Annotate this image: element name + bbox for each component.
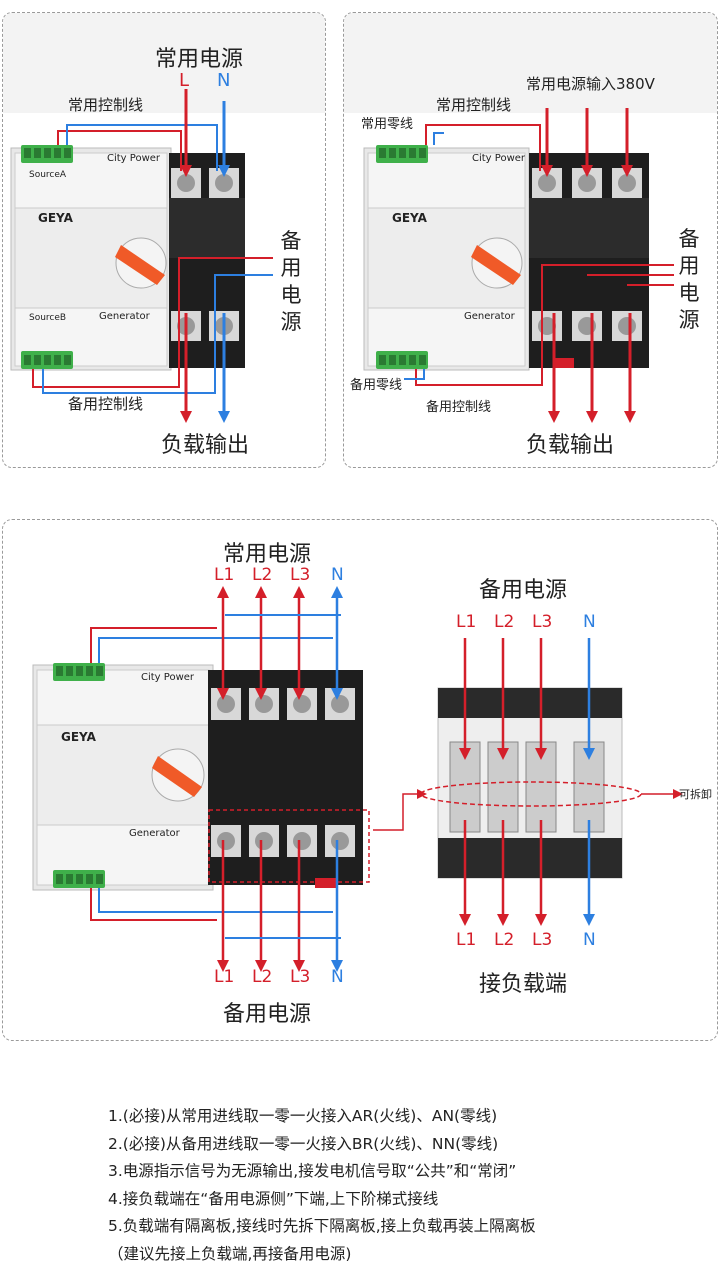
right-phase-l2-bottom: L2: [494, 930, 514, 950]
note-4: 4.接负载端在“备用电源侧”下端,上下阶梯式接线: [108, 1186, 536, 1214]
device-source-a-label: SourceA: [29, 170, 66, 180]
device-generator: Generator: [99, 311, 150, 322]
panel1-control-line-bottom: 备用控制线: [68, 393, 143, 414]
panel1-control-line-top: 常用控制线: [68, 94, 143, 115]
right-phase-n-bottom: N: [583, 930, 596, 950]
phase-l2-top: L2: [252, 565, 272, 585]
panel-three-phase: 常用电源输入380V 常用控制线 常用零线 GEYA City Power Ge…: [343, 12, 718, 468]
device-source-b-label: SourceB: [29, 313, 66, 323]
phase-n-top: N: [331, 565, 344, 585]
phase-l1-top: L1: [214, 565, 234, 585]
panel2-control-line-top: 常用控制线: [436, 94, 511, 115]
panel3-diagram: [3, 520, 718, 1041]
device-city-power-3p: City Power: [472, 153, 525, 164]
panel3-title-top: 常用电源: [223, 536, 311, 568]
panel3-right-title: 备用电源: [479, 572, 567, 604]
panel2-control-line-bottom: 备用控制线: [426, 396, 491, 415]
note-3: 3.电源指示信号为无源输出,接发电机信号取“公共”和“常闭”: [108, 1158, 536, 1186]
right-phase-l2-top: L2: [494, 612, 514, 632]
note-1: 1.(必接)从常用进线取一零一火接入AR(火线)、AN(零线): [108, 1103, 536, 1131]
device-city-power: City Power: [107, 153, 160, 164]
note-6: （建议先接上负载端,再接备用电源): [108, 1241, 536, 1268]
phase-n-bottom: N: [331, 967, 344, 987]
right-phase-n-top: N: [583, 612, 596, 632]
panel1-output: 负载输出: [161, 427, 249, 459]
device-city-power-4p: City Power: [141, 672, 194, 683]
device-brand-4p: GEYA: [61, 730, 96, 744]
panel2-zero-top: 常用零线: [361, 113, 413, 132]
panel2-zero-bottom: 备用零线: [350, 374, 402, 393]
phase-l3-top: L3: [290, 565, 310, 585]
panel1-label-n: N: [217, 70, 230, 91]
wiring-notes: 1.(必接)从常用进线取一零一火接入AR(火线)、AN(零线) 2.(必接)从备…: [108, 1103, 536, 1268]
panel1-backup-vertical: 备用电源: [278, 228, 304, 336]
phase-l2-bottom: L2: [252, 967, 272, 987]
phase-l3-bottom: L3: [290, 967, 310, 987]
removable-label: 可拆卸: [679, 786, 712, 802]
device-brand: GEYA: [38, 211, 73, 225]
right-phase-l1-top: L1: [456, 612, 476, 632]
panel-single-phase: 常用电源 L N 常用控制线 GEYA City Power SourceA S…: [2, 12, 326, 468]
panel3-title-bottom: 备用电源: [223, 996, 311, 1028]
right-phase-l3-top: L3: [532, 612, 552, 632]
device-generator-4p: Generator: [129, 828, 180, 839]
note-2: 2.(必接)从备用进线取一零一火接入BR(火线)、NN(零线): [108, 1131, 536, 1159]
note-5: 5.负载端有隔离板,接线时先拆下隔离板,接上负载再装上隔离板: [108, 1213, 536, 1241]
phase-l1-bottom: L1: [214, 967, 234, 987]
load-end-label: 接负载端: [479, 966, 567, 998]
panel-four-pole: 常用电源 L1 L2 L3 N GEYA City Power Generato…: [2, 519, 718, 1041]
right-phase-l1-bottom: L1: [456, 930, 476, 950]
panel2-output: 负载输出: [526, 427, 614, 459]
device-generator-3p: Generator: [464, 311, 515, 322]
panel2-input-label: 常用电源输入380V: [526, 73, 655, 94]
device-brand-3p: GEYA: [392, 211, 427, 225]
panel1-label-l: L: [179, 70, 189, 91]
panel1-title: 常用电源: [155, 41, 243, 73]
panel2-backup-vertical: 备用电源: [676, 226, 702, 334]
right-phase-l3-bottom: L3: [532, 930, 552, 950]
